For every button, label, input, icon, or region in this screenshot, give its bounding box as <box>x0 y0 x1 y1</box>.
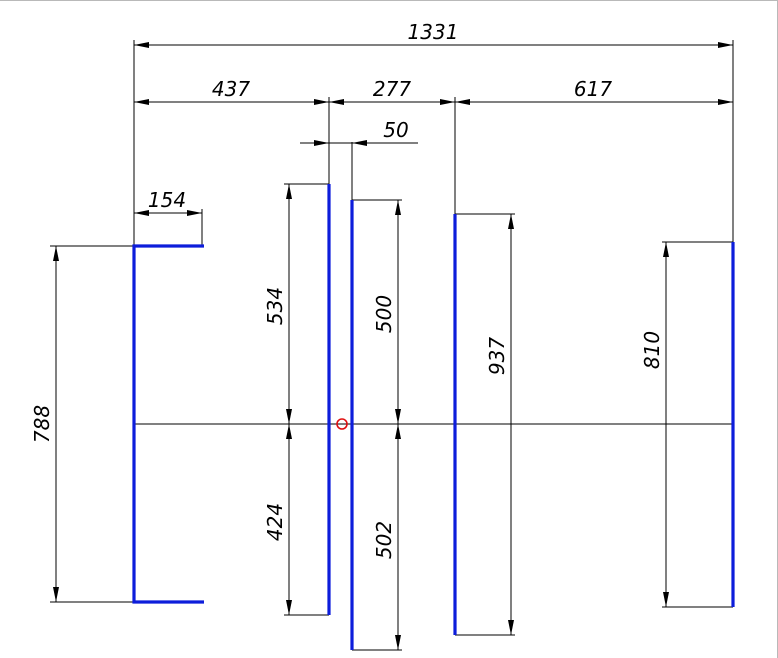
dim-channel-height: 788 <box>30 405 54 443</box>
dim-height-3: 937 <box>485 337 509 375</box>
dim-lower-1: 424 <box>263 503 287 541</box>
dim-gap: 50 <box>383 118 408 142</box>
dim-segment-1: 437 <box>212 77 250 101</box>
dim-segment-3: 617 <box>574 77 612 101</box>
dim-height-4: 810 <box>640 331 664 369</box>
dim-segment-2: 277 <box>373 77 411 101</box>
channel-profile <box>132 244 204 604</box>
origin-marker <box>336 418 348 430</box>
extension-lines <box>50 40 734 651</box>
frame-border-top <box>0 0 778 1</box>
dim-lower-2: 502 <box>372 521 396 559</box>
dim-flange-width: 154 <box>148 188 186 212</box>
dim-overall-width: 1331 <box>408 20 459 44</box>
profiles <box>132 184 735 650</box>
dim-upper-2: 500 <box>372 295 396 333</box>
dim-upper-1: 534 <box>263 287 287 325</box>
dimension-arrows <box>53 42 733 650</box>
